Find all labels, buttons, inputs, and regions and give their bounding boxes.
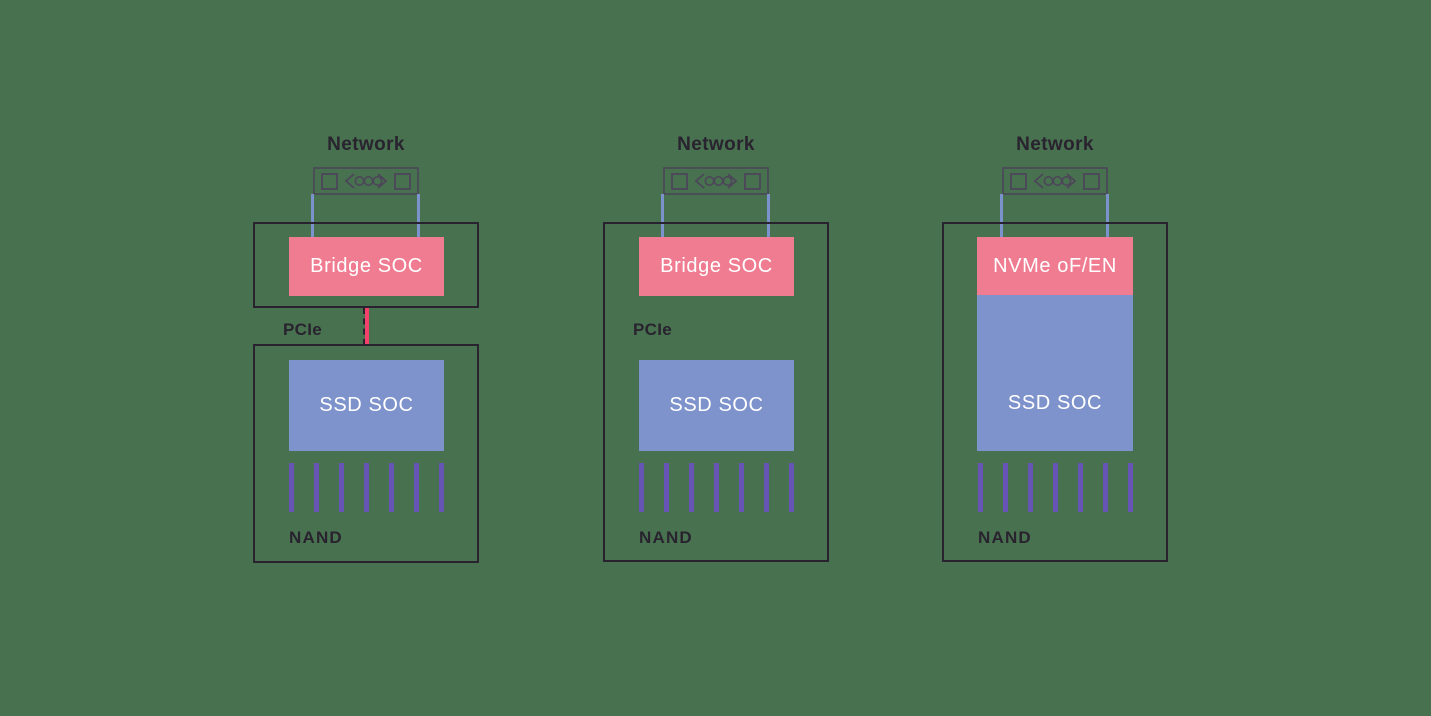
nand-channel-bar: [289, 463, 294, 512]
ssd-soc-label: SSD SOC: [1007, 392, 1103, 414]
nand-channel-bar: [389, 463, 394, 512]
network-link-line: [1000, 194, 1003, 238]
nand-channel-bar: [1003, 463, 1008, 512]
ssd-soc-chip: SSD SOC: [977, 295, 1133, 451]
nand-channel-bar: [339, 463, 344, 512]
nand-channel-bars: [639, 463, 794, 512]
nand-channel-bar: [1078, 463, 1083, 512]
nand-channel-bar: [978, 463, 983, 512]
pcie-link-dashed-line: [363, 308, 365, 345]
network-link-line: [417, 194, 420, 238]
nand-channel-bar: [789, 463, 794, 512]
nand-channel-bar: [639, 463, 644, 512]
nand-channel-bar: [1028, 463, 1033, 512]
network-link-line: [661, 194, 664, 238]
nand-channel-bar: [364, 463, 369, 512]
nvme-of-en-label: NVMe oF/EN: [993, 254, 1117, 277]
panel-bridge-integrated: Network Bridge SOC PCIe SSD SOC NAND: [603, 134, 829, 566]
nand-label: NAND: [978, 528, 1032, 547]
nand-channel-bar: [314, 463, 319, 512]
nand-channel-bars: [978, 463, 1133, 512]
nand-channel-bar: [739, 463, 744, 512]
ssd-soc-chip: SSD SOC: [289, 360, 444, 451]
bridge-soc-chip: Bridge SOC: [289, 237, 444, 296]
network-link-line: [1106, 194, 1109, 238]
nand-channel-bars: [289, 463, 444, 512]
network-label: Network: [327, 134, 405, 155]
network-port-icon: [313, 167, 419, 195]
network-label: Network: [677, 134, 755, 155]
ssd-soc-chip: SSD SOC: [639, 360, 794, 451]
nand-channel-bar: [664, 463, 669, 512]
nand-channel-bar: [1128, 463, 1133, 512]
network-link-line: [311, 194, 314, 238]
bridge-soc-label: Bridge SOC: [660, 255, 773, 277]
nand-channel-bar: [714, 463, 719, 512]
bridge-soc-chip: Bridge SOC: [639, 237, 794, 296]
nvme-of-en-chip: NVMe oF/EN: [977, 237, 1133, 295]
pcie-label: PCIe: [283, 320, 322, 339]
pcie-link-red-line: [365, 308, 369, 345]
nand-label: NAND: [289, 528, 343, 547]
bridge-soc-label: Bridge SOC: [310, 255, 423, 277]
nand-channel-bar: [1053, 463, 1058, 512]
network-port-icon: [1002, 167, 1108, 195]
nand-channel-bar: [1103, 463, 1108, 512]
nand-channel-bar: [764, 463, 769, 512]
nand-channel-bar: [439, 463, 444, 512]
nand-channel-bar: [414, 463, 419, 512]
ssd-enclosure-box: [253, 344, 479, 563]
panel-nvme-of-native: Network NVMe oF/EN SSD SOC NAND: [942, 134, 1168, 566]
pcie-label: PCIe: [633, 320, 672, 339]
device-enclosure-box: [603, 222, 829, 562]
ssd-soc-label: SSD SOC: [319, 394, 414, 416]
bridge-enclosure-box: [253, 222, 479, 308]
ssd-soc-label: SSD SOC: [669, 394, 764, 416]
network-link-line: [767, 194, 770, 238]
network-label: Network: [1016, 134, 1094, 155]
nand-label: NAND: [639, 528, 693, 547]
device-enclosure-box: [942, 222, 1168, 562]
pcie-link: [363, 308, 369, 345]
panel-bridge-external-pcie: Network Bridge SOC PCIe SSD S: [253, 134, 479, 566]
nand-channel-bar: [689, 463, 694, 512]
network-port-icon: [663, 167, 769, 195]
